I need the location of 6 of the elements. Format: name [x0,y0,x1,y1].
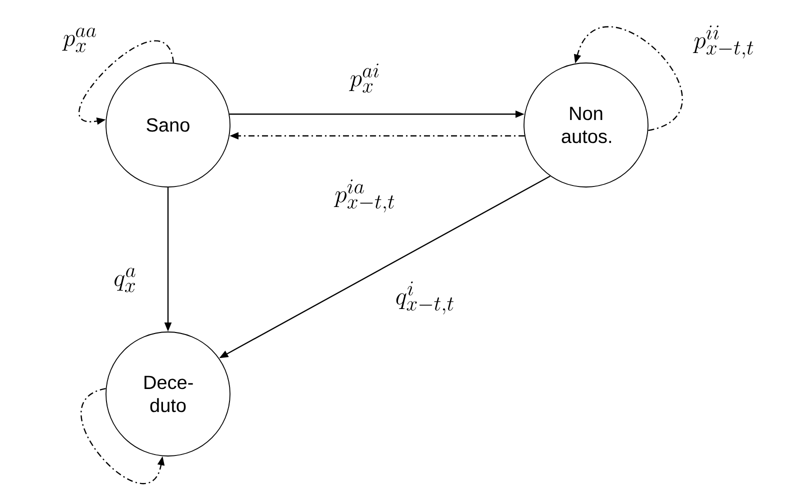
edge-label: $p_{x}^{ai}$ [348,62,382,94]
edge-label: $p_{x-t,t}^{ii}$ [692,24,756,60]
edge-label: $q_{x-t,t}^{i}$ [394,280,456,316]
edge-label: $p_{x}^{aa}$ [62,26,98,54]
edge-label: $p_{x-t,t}^{ia}$ [334,178,396,214]
edge-label: $q_{x}^{a}$ [112,266,138,294]
